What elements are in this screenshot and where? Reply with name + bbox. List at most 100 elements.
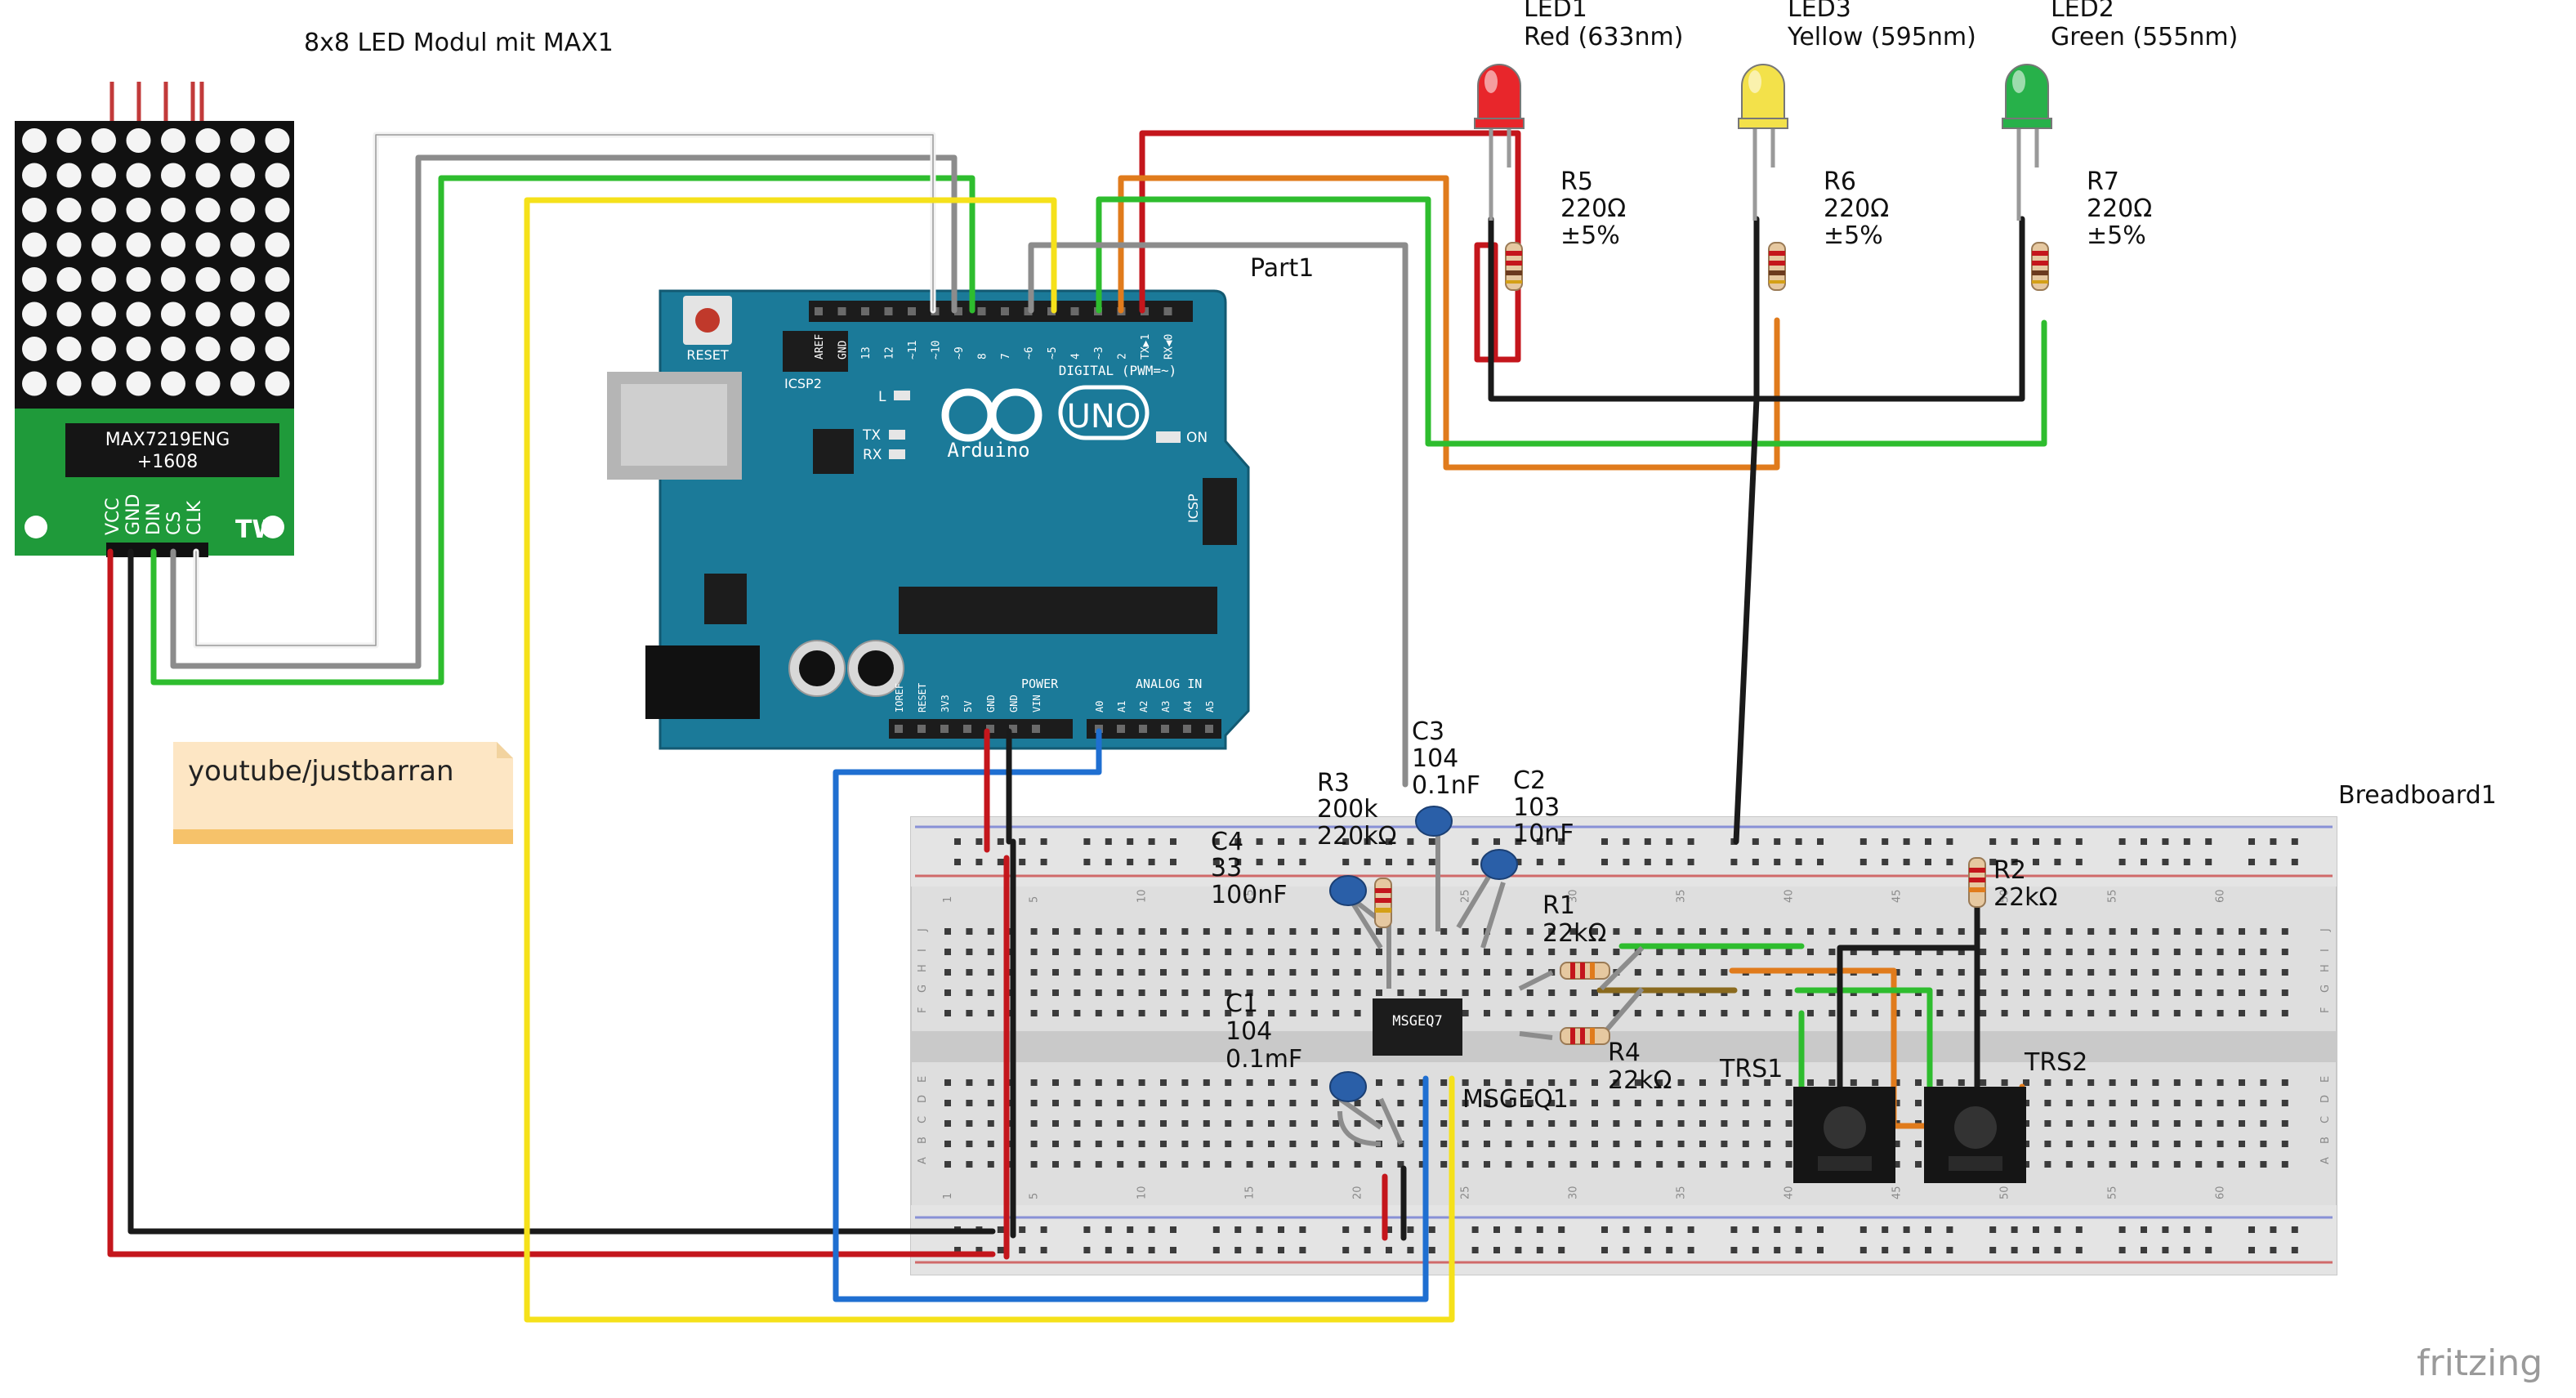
- matrix-led: [22, 198, 47, 222]
- wire-yellow: [524, 197, 1455, 1323]
- bb-hole: [1742, 1120, 1749, 1127]
- bb-rail-hole: [1601, 859, 1608, 865]
- bb-hole: [1484, 1141, 1490, 1147]
- bb-hole: [1246, 989, 1253, 996]
- bb-hole: [2044, 969, 2051, 976]
- bb-rail-hole: [1127, 838, 1134, 845]
- bb-hole: [2281, 1141, 2288, 1147]
- bb-rail-hole: [1342, 1226, 1350, 1233]
- bb-hole: [1440, 928, 1448, 935]
- bb-hole: [1505, 949, 1512, 955]
- matrix-led: [126, 267, 151, 292]
- bb-hole: [1462, 989, 1469, 996]
- bb-rail-hole: [1752, 859, 1759, 865]
- wires: [107, 130, 2047, 1323]
- bb-hole: [1677, 949, 1685, 955]
- analog-pin-label: A2: [1138, 701, 1150, 712]
- bb-row-letter: B: [917, 1137, 929, 1144]
- bb-rail-hole: [2118, 859, 2126, 865]
- wire-d5-green: [1096, 196, 2047, 447]
- bb-hole: [1980, 989, 1987, 996]
- bb-rail-hole: [2270, 838, 2277, 845]
- bb-hole: [1440, 1141, 1448, 1147]
- bb-hole: [1203, 1100, 1210, 1106]
- bb-rail-hole: [2291, 838, 2298, 845]
- matrix-led: [161, 163, 185, 188]
- r7-name: R7: [2087, 167, 2119, 196]
- trs2-jack: [1924, 1087, 2026, 1183]
- bb-hole: [1203, 989, 1210, 996]
- digital-pin-label: ~6: [1024, 346, 1036, 360]
- matrix-pin-label: DIN: [144, 502, 164, 535]
- bb-rail-hole: [2033, 1226, 2039, 1233]
- bb-rail-hole: [954, 1247, 961, 1253]
- bb-hole: [2260, 1141, 2267, 1147]
- bb-hole: [2152, 1161, 2159, 1168]
- bb-hole: [1268, 1100, 1275, 1106]
- bb-hole: [1613, 1010, 1620, 1016]
- bb-hole: [2001, 928, 2008, 935]
- bb-hole: [1052, 1100, 1059, 1106]
- matrix-led: [161, 198, 185, 222]
- header-pin: [963, 725, 971, 733]
- bb-hole: [2065, 1120, 2073, 1127]
- bb-rail-hole: [1817, 1226, 1824, 1233]
- bb-rail-hole: [1666, 1247, 1673, 1253]
- arduino-logo: UNO Arduino: [941, 385, 1150, 462]
- bb-hole: [2239, 928, 2245, 935]
- matrix-led: [56, 128, 82, 153]
- bb-hole: [2239, 1010, 2245, 1016]
- bb-hole: [1548, 989, 1556, 996]
- matrix-pin-label: CS: [164, 511, 185, 535]
- bb-hole: [1569, 1161, 1577, 1168]
- bb-rail-hole: [1278, 838, 1284, 845]
- bb-rail-hole: [1859, 1226, 1867, 1233]
- bb-rail-hole: [2291, 859, 2298, 865]
- trs1-label: TRS1: [1719, 1055, 1783, 1083]
- bb-hole: [1289, 1141, 1297, 1147]
- c4-code: 33: [1211, 854, 1242, 882]
- bb-hole: [2044, 989, 2051, 996]
- header-pin: [917, 725, 926, 733]
- bb-hole: [1462, 949, 1469, 955]
- bb-hole: [1289, 969, 1297, 976]
- led-led1: [1474, 64, 1525, 221]
- c4-value: 100nF: [1211, 881, 1288, 909]
- bb-hole: [2195, 1010, 2203, 1016]
- bb-hole: [2001, 1079, 2008, 1086]
- digital-pin-label: TX▶1: [1140, 334, 1152, 360]
- r6-tol: ±5%: [1824, 221, 1883, 250]
- bb-rail-hole: [1752, 1226, 1759, 1233]
- bb-hole: [1721, 1010, 1728, 1016]
- bb-hole: [1354, 1100, 1361, 1106]
- bb-hole: [2152, 1079, 2159, 1086]
- bb-hole: [2281, 989, 2288, 996]
- header-pin: [861, 307, 869, 315]
- header-pin: [1032, 725, 1040, 733]
- bb-rail-hole: [1212, 859, 1220, 865]
- bb-rail-hole: [1386, 859, 1392, 865]
- on-label: ON: [1186, 430, 1208, 446]
- bb-hole: [1613, 1141, 1620, 1147]
- header-pin: [908, 307, 916, 315]
- bb-hole: [1484, 949, 1490, 955]
- bb-hole: [1203, 969, 1210, 976]
- digital-pin-label: ~11: [907, 341, 919, 360]
- matrix-led: [195, 128, 221, 153]
- bb-rail-hole: [1148, 1247, 1155, 1253]
- bb-hole: [2195, 928, 2203, 935]
- digital-pin-label: 2: [1117, 353, 1129, 360]
- bb-hole: [2065, 1161, 2073, 1168]
- bb-rail-hole: [997, 1247, 1004, 1253]
- bb-rail-hole: [1752, 1247, 1759, 1253]
- bb-rail-hole: [1105, 859, 1112, 865]
- bb-rail-hole: [1040, 1247, 1047, 1253]
- bb-hole: [1850, 1079, 1857, 1086]
- matrix-led: [92, 371, 116, 396]
- bb-hole: [1592, 928, 1598, 935]
- r7-value: 220Ω: [2087, 194, 2152, 223]
- digital-pin-label: ~10: [931, 341, 943, 360]
- mount-hole: [25, 516, 47, 538]
- bb-hole: [1569, 1100, 1577, 1106]
- bb-rail-hole: [1536, 1247, 1543, 1253]
